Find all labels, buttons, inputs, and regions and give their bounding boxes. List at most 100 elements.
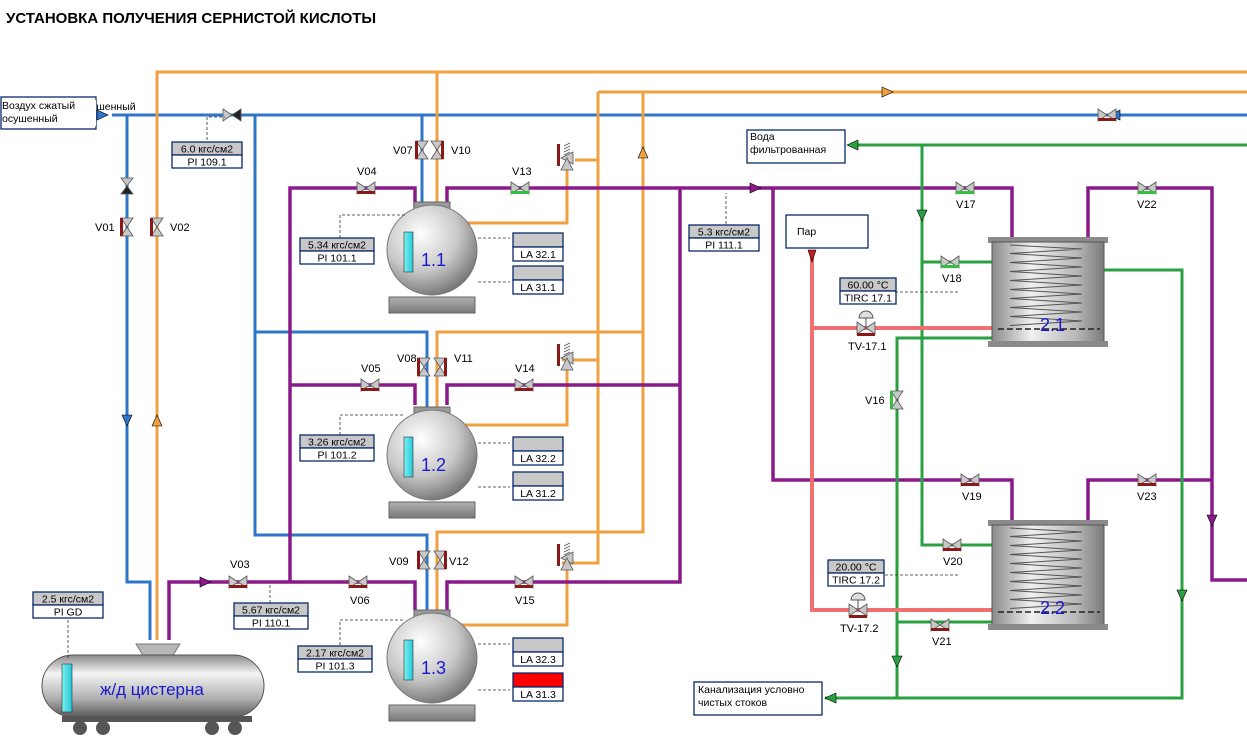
level-alarm-la-32.3[interactable]: LA 32.3 (512, 637, 564, 667)
alarm-indicator (512, 471, 564, 487)
valve-air-main[interactable]: V13 (0, 0, 1117, 122)
safety-valve[interactable] (557, 542, 574, 571)
valve-v23[interactable]: V23 (1137, 473, 1157, 503)
valve-v04[interactable]: V04 (356, 166, 377, 195)
valve-v15[interactable]: V15 (514, 575, 535, 607)
valve-v18[interactable]: V18 (940, 255, 962, 285)
valve-label: V04 (357, 166, 377, 178)
instrument-tag: PI 110.1 (252, 618, 290, 630)
instrument-tag: PI 101.3 (315, 661, 354, 673)
valve-label: TV-17.2 (840, 623, 879, 635)
pipes (96, 70, 1247, 704)
valve-label: V21 (932, 636, 952, 648)
valve-v16[interactable]: V16 (865, 390, 904, 410)
air-pipes (112, 113, 1247, 640)
valve-v17[interactable]: V17 (955, 181, 976, 211)
alarm-tag: LA 31.3 (520, 689, 556, 701)
level-alarm-la-32.1[interactable]: LA 32.1 (512, 232, 564, 262)
valve-label: V06 (350, 595, 370, 607)
valve-v09[interactable]: V09 (389, 550, 431, 570)
instrument-tag: TIRC 17.1 (844, 293, 892, 305)
valve-v22[interactable]: V22 (1137, 181, 1157, 211)
instrument-value: 2.5 кгс/см2 (42, 594, 94, 606)
valve-v14[interactable]: V14 (514, 363, 535, 392)
leader-lines (67, 116, 958, 691)
valve-v12[interactable]: V12 (433, 550, 469, 570)
alarm-indicator (512, 672, 564, 688)
railway-tank[interactable]: ж/д цистерна (41, 643, 265, 735)
vessel-1-3[interactable]: 1.3 (386, 609, 478, 722)
valve-label: V02 (170, 222, 190, 234)
valve-v06[interactable]: V06 (348, 575, 370, 607)
valve-label: V17 (956, 199, 976, 211)
check-valve[interactable] (120, 177, 134, 195)
valve-air-inlet[interactable] (222, 108, 242, 122)
alarm-indicator (512, 232, 564, 248)
exchanger-number: 2.2 (1040, 598, 1065, 618)
alarm-tag: LA 31.2 (520, 488, 556, 500)
valve-v05[interactable]: V05 (360, 363, 381, 392)
control-valve-tv-17.1[interactable]: TV-17.1 (848, 310, 887, 353)
valve-v01[interactable]: V01 (95, 217, 134, 237)
vessel-1-2[interactable]: 1.2 (386, 406, 478, 519)
alarm-indicator (512, 436, 564, 452)
valve-v11[interactable]: V11 (433, 353, 473, 377)
valve-label: V09 (389, 556, 409, 568)
valve-label: V05 (361, 363, 381, 375)
valve-label: TV-17.1 (848, 341, 887, 353)
exchanger-2-1[interactable]: 2.1 (988, 237, 1108, 347)
water-source-box: Вода фильтрованная (746, 129, 846, 164)
valve-label: V07 (393, 145, 413, 157)
vessel-number: 1.2 (421, 455, 446, 475)
level-indicator (403, 436, 414, 478)
valve-v03[interactable]: V03 (228, 559, 250, 589)
instrument-tag: TIRC 17.2 (832, 575, 880, 587)
valve-v20[interactable]: V20 (942, 538, 963, 568)
level-indicator (403, 231, 414, 273)
valve-v10[interactable]: V10 (430, 140, 471, 160)
safety-valve[interactable] (557, 342, 574, 371)
exchanger-2-2[interactable]: 2.2 (988, 520, 1108, 630)
valve-label: V15 (515, 595, 535, 607)
level-alarm-la-32.2[interactable]: LA 32.2 (512, 436, 564, 466)
control-valve-tv-17.2[interactable]: TV-17.2 (840, 592, 879, 635)
steam-source-box: Пар (785, 214, 869, 249)
instrument-tag: PI 101.2 (317, 450, 356, 462)
level-alarm-la-31.2[interactable]: LA 31.2 (512, 471, 564, 501)
safety-valve[interactable] (557, 142, 574, 171)
instrument-tag: PI 109.1 (187, 157, 226, 169)
valve-v08[interactable]: V08 (397, 353, 431, 377)
valve-label: V08 (397, 353, 417, 365)
valve-v02[interactable]: V02 (150, 217, 190, 237)
valve-label: V12 (449, 556, 469, 568)
page-title: УСТАНОВКА ПОЛУЧЕНИЯ СЕРНИСТОЙ КИСЛОТЫ (6, 9, 376, 27)
vessel-number: 1.1 (421, 250, 446, 270)
valve-label: V20 (943, 556, 963, 568)
valve-v19[interactable]: V19 (960, 473, 982, 503)
level-alarm-la-31.3[interactable]: LA 31.3 (512, 672, 564, 702)
alarm-tag: LA 32.2 (520, 453, 556, 465)
drain-destination-box: Канализация условно чистых стоков (693, 681, 823, 716)
water-pipes (825, 143, 1247, 700)
level-indicator (403, 639, 414, 681)
valve-v13[interactable]: V13 (510, 166, 532, 195)
valve-label: V14 (515, 363, 535, 375)
instrument-tag: PI 101.1 (317, 253, 356, 265)
valve-v21[interactable]: V21 (930, 618, 952, 648)
valve-v07[interactable]: V07 (393, 140, 429, 160)
steam-pipes (810, 255, 992, 612)
vessel-1-1[interactable]: 1.1 (386, 201, 478, 314)
alarm-tag: LA 32.3 (520, 654, 556, 666)
level-alarm-la-31.1[interactable]: LA 31.1 (512, 265, 564, 295)
air-source-text: Воздух сжатый осушенный (2, 100, 96, 126)
instrument-value: 60.00 °C (848, 280, 889, 292)
